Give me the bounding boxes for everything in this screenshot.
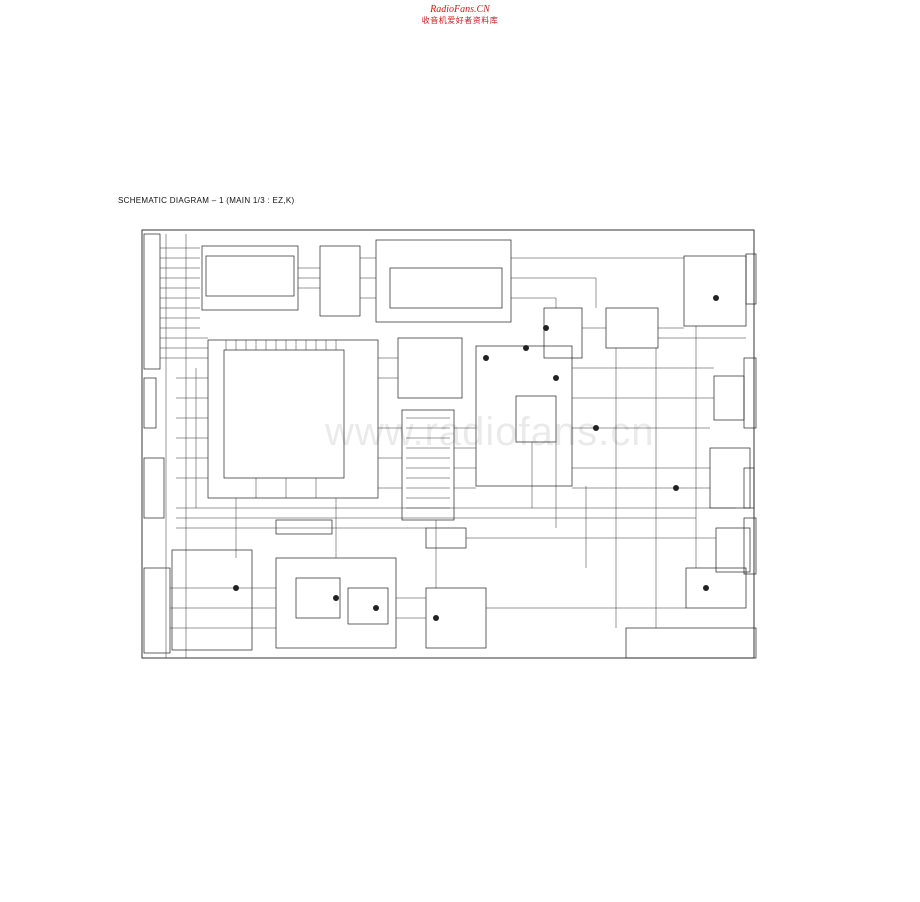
schematic-drawing bbox=[141, 229, 757, 659]
brand-name-cn: 收音机爱好者资料库 bbox=[421, 16, 499, 25]
watermark-text: www.radiofans.cn bbox=[325, 410, 655, 454]
brand-name-en: RadioFans.CN bbox=[430, 4, 490, 15]
diagram-title: SCHEMATIC DIAGRAM – 1 (MAIN 1/3 : EZ,K) bbox=[118, 196, 295, 205]
